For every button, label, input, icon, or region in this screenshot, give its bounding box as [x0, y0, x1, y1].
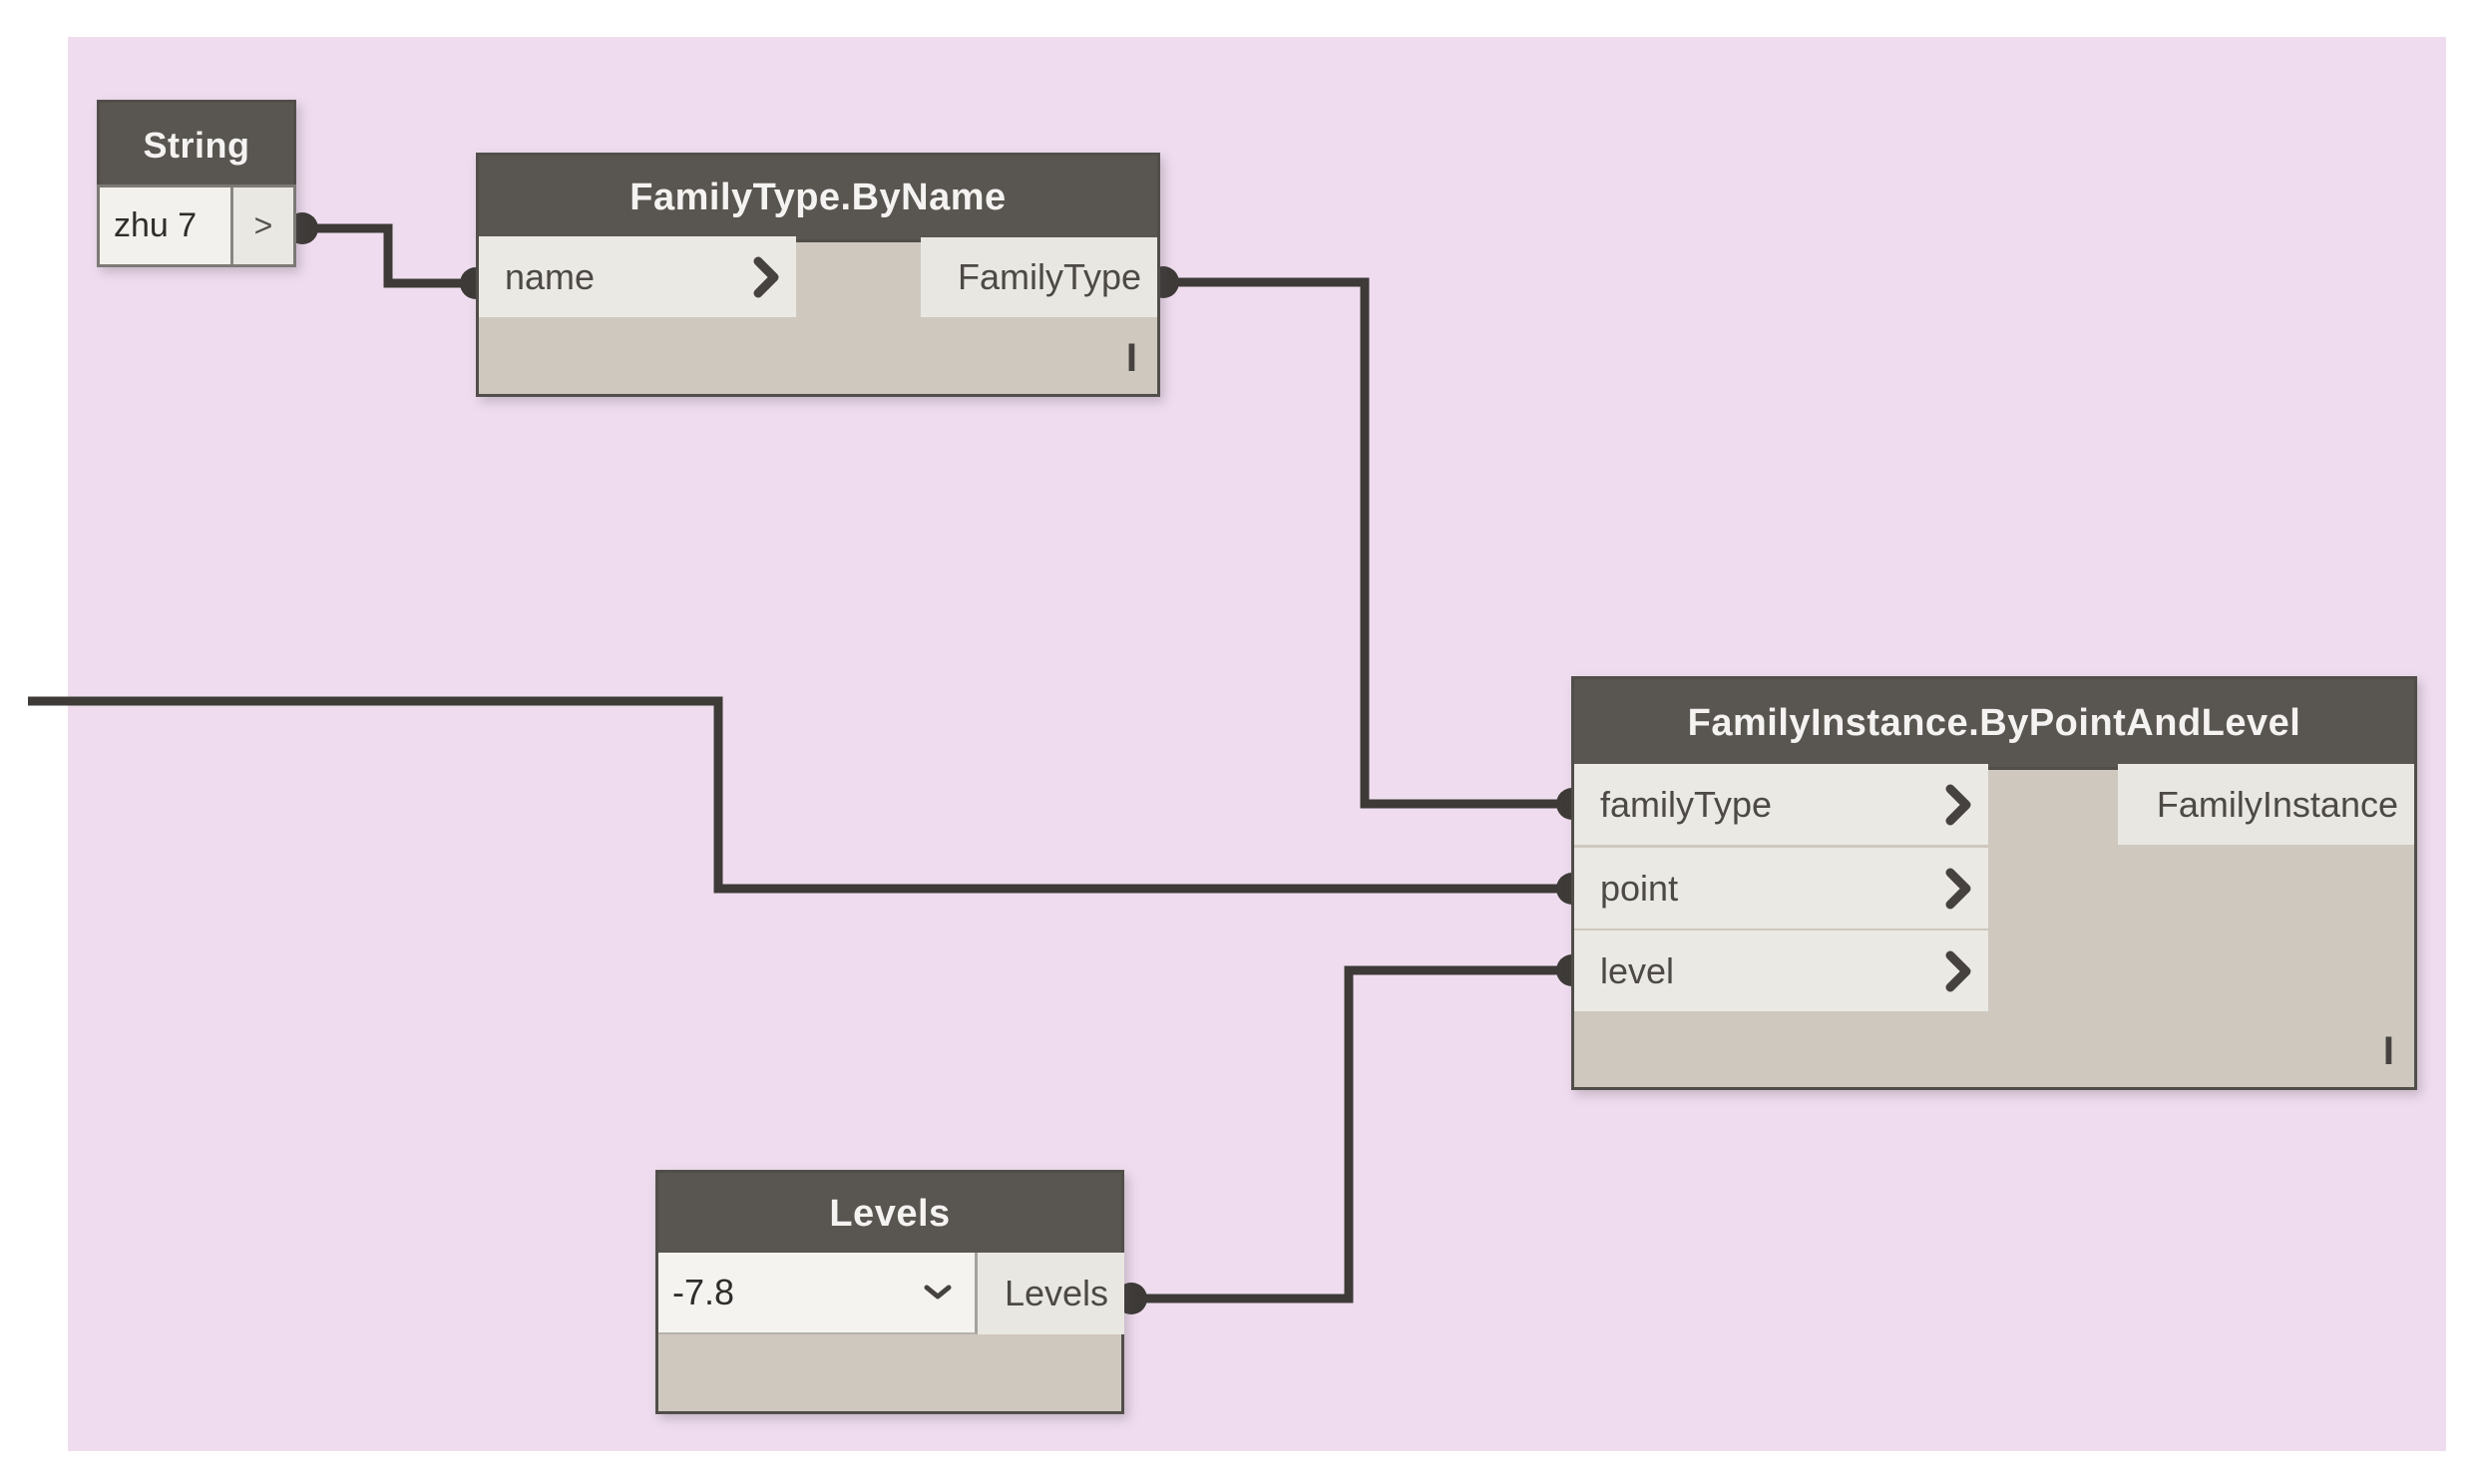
node-string-header[interactable]: String	[97, 100, 296, 190]
wire-string-to-name[interactable]	[302, 223, 476, 288]
input-row-point[interactable]: point	[1574, 848, 1988, 928]
lacing-indicator: I	[1125, 336, 1137, 380]
node-levels-title: Levels	[829, 1193, 951, 1235]
input-row-familytype[interactable]: familyType	[1574, 764, 1988, 845]
output-row-familyinstance[interactable]: FamilyInstance	[2118, 764, 2414, 845]
string-value-input[interactable]: zhu 7	[100, 187, 233, 264]
input-row-name[interactable]: name	[479, 236, 796, 317]
output-label-familytype: FamilyType	[957, 256, 1141, 297]
output-label-familyinstance: FamilyInstance	[2156, 783, 2398, 825]
string-value-text: zhu 7	[114, 206, 198, 244]
wire-familytype-to-familytype[interactable]	[1163, 277, 1572, 809]
node-familyinstance-header[interactable]: FamilyInstance.ByPointAndLevel	[1571, 676, 2417, 770]
input-label-name: name	[505, 255, 596, 297]
output-row-levels[interactable]: Levels	[978, 1253, 1124, 1334]
levels-dropdown[interactable]: -7.8	[658, 1253, 978, 1334]
input-label-familytype: familyType	[1600, 783, 1773, 825]
node-string-title: String	[143, 124, 250, 166]
wire-levels-to-level[interactable]	[1131, 965, 1572, 1303]
output-label-levels: Levels	[1004, 1273, 1108, 1313]
node-string-body: zhu 7 >	[97, 185, 296, 267]
node-familytype-byname-body: name FamilyType I	[479, 236, 1157, 394]
chevron-right-icon: >	[253, 207, 273, 243]
input-label-level: level	[1600, 949, 1675, 991]
node-familyinstance-bypointandlevel[interactable]: FamilyInstance.ByPointAndLevel familyTyp…	[1571, 676, 2417, 1090]
node-string[interactable]: String zhu 7 >	[97, 100, 296, 267]
node-levels-header[interactable]: Levels	[655, 1170, 1124, 1259]
node-levels-body: -7.8 Levels	[658, 1253, 1124, 1411]
node-levels[interactable]: Levels -7.8 Levels	[655, 1170, 1124, 1414]
chevron-right-icon	[1945, 950, 1971, 991]
input-row-level[interactable]: level	[1574, 930, 1988, 1011]
chevron-right-icon	[1945, 868, 1971, 909]
output-row-familytype[interactable]: FamilyType	[921, 237, 1157, 317]
lacing-indicator: I	[2382, 1029, 2394, 1073]
chevron-right-icon	[1945, 784, 1971, 825]
chevron-down-icon	[924, 1285, 952, 1299]
chevron-right-icon	[753, 256, 779, 297]
node-familyinstance-body: familyType point level FamilyInstance	[1574, 764, 2414, 1087]
node-familytype-byname-title: FamilyType.ByName	[629, 176, 1007, 218]
levels-dropdown-value: -7.8	[672, 1272, 735, 1312]
input-label-point: point	[1600, 867, 1679, 909]
string-output-port-box[interactable]: >	[233, 187, 293, 264]
node-familyinstance-title: FamilyInstance.ByPointAndLevel	[1687, 701, 2301, 744]
node-familytype-byname-header[interactable]: FamilyType.ByName	[476, 153, 1160, 242]
wire-offscreen-to-point[interactable]	[28, 696, 1572, 894]
node-familytype-byname[interactable]: FamilyType.ByName name FamilyType I	[476, 153, 1160, 397]
